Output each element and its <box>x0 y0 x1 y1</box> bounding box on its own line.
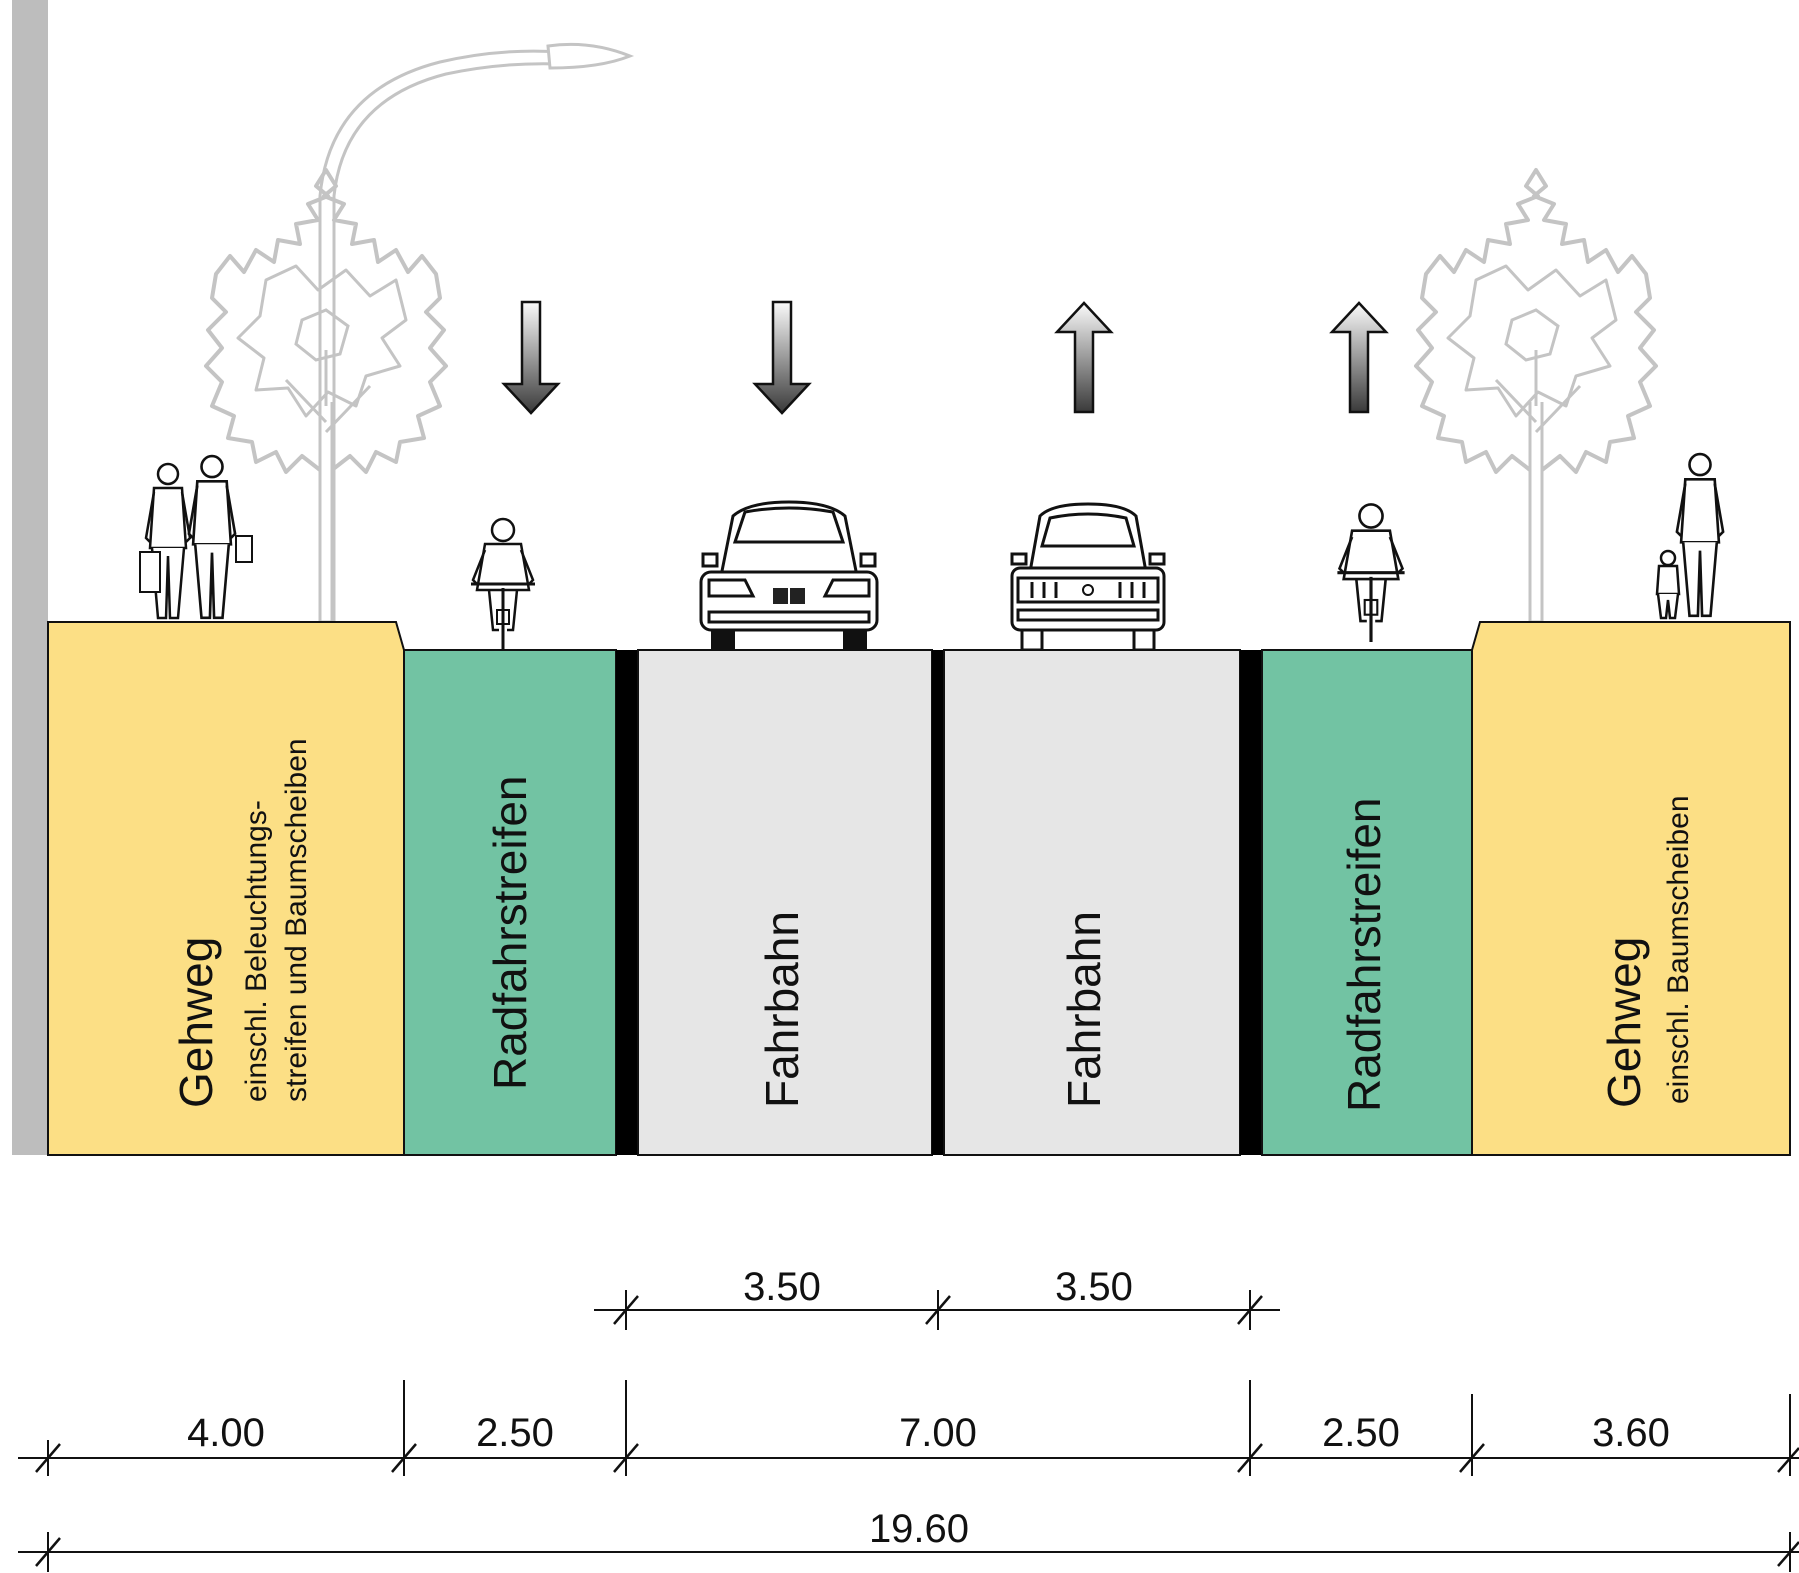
car-icon <box>699 500 879 652</box>
tree-icon <box>1414 168 1658 624</box>
building-wall <box>12 0 48 1155</box>
lane-marking-right <box>1240 650 1262 1155</box>
dimension-bike-left: 2.50 <box>476 1411 554 1455</box>
dimension-sidewalk-left: 4.00 <box>187 1411 265 1455</box>
roadway-left-label: Fahrbahn <box>756 911 808 1108</box>
dimension-sidewalk-right: 3.60 <box>1592 1411 1670 1455</box>
dimension-roadway: 7.00 <box>899 1411 977 1455</box>
sidewalk-right-band <box>1471 621 1791 1156</box>
car-icon <box>1010 502 1166 652</box>
arrow-up-icon <box>1329 301 1389 414</box>
pedestrian-icon <box>1655 452 1725 620</box>
bike-lane-left-band <box>403 649 617 1156</box>
dimension-bike-right: 2.50 <box>1322 1411 1400 1455</box>
roadway-left-band <box>637 649 933 1156</box>
sidewalk-left-title: Gehweg <box>170 937 222 1108</box>
bike-lane-right-label: Radfahrstreifen <box>1338 798 1390 1113</box>
sidewalk-right-title: Gehweg <box>1598 937 1650 1108</box>
pedestrian-icon <box>139 454 253 620</box>
arrow-up-icon <box>1054 301 1114 414</box>
lane-marking-center <box>932 650 944 1155</box>
bike-lane-right-band <box>1261 649 1473 1156</box>
roadway-right-label: Fahrbahn <box>1058 911 1110 1108</box>
sidewalk-left-subtitle-1: einschl. Beleuchtungs- <box>240 800 273 1102</box>
lane-marking-left <box>616 650 638 1155</box>
dimension-lines <box>18 1290 1799 1572</box>
sidewalk-right-subtitle: einschl. Baumscheiben <box>1662 795 1695 1104</box>
street-lamp-icon <box>318 42 635 622</box>
arrow-down-icon <box>501 300 561 415</box>
cyclist-icon <box>469 517 537 652</box>
dimension-lane-right: 3.50 <box>1055 1265 1133 1309</box>
sidewalk-left-band <box>47 621 405 1156</box>
dimension-total: 19.60 <box>869 1507 969 1551</box>
roadway-right-band <box>943 649 1241 1156</box>
arrow-down-icon <box>752 300 812 415</box>
cyclist-icon <box>1335 502 1407 644</box>
dimension-lane-left: 3.50 <box>743 1265 821 1309</box>
sidewalk-left-subtitle-2: streifen und Baumscheiben <box>280 738 313 1102</box>
bike-lane-left-label: Radfahrstreifen <box>484 776 536 1091</box>
